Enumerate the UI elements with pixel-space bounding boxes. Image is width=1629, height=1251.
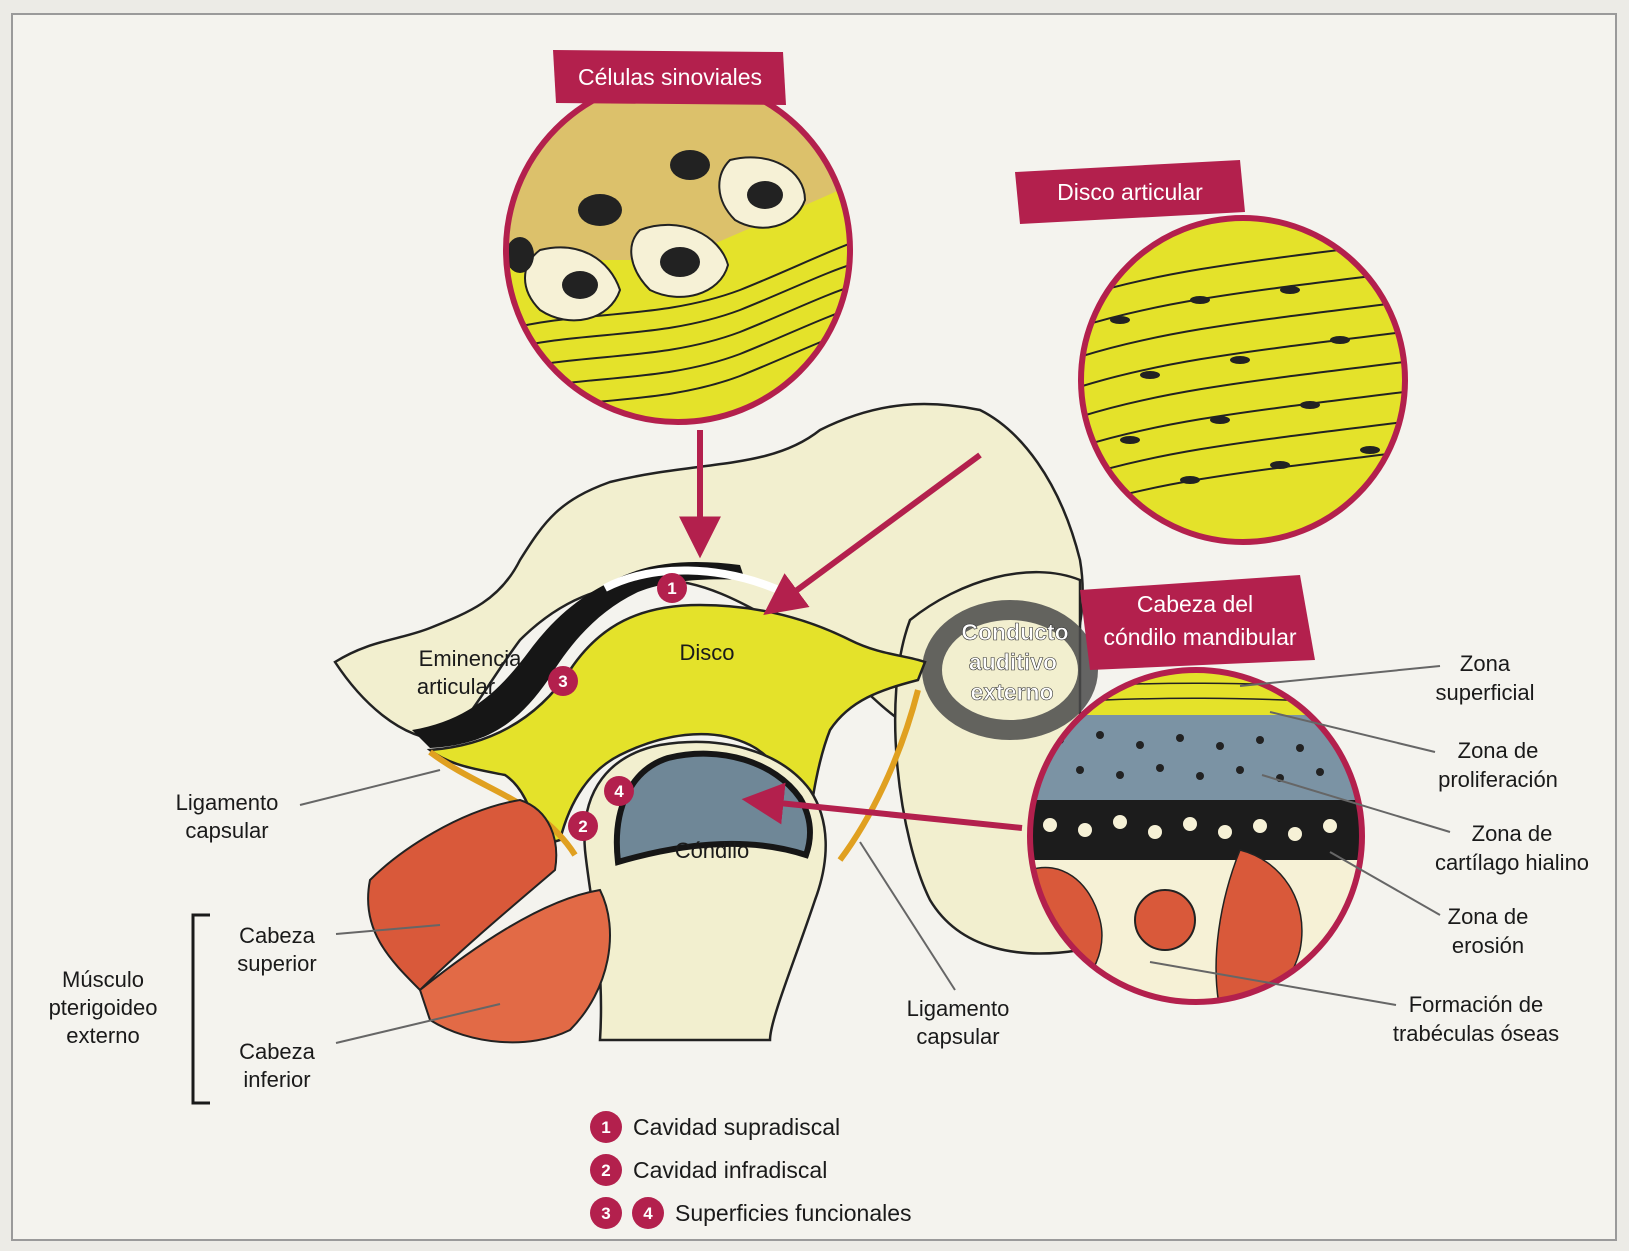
label-inferior-head: inferior	[243, 1067, 310, 1092]
label-ear-canal: externo	[970, 679, 1053, 705]
label-zone-proliferation: Zona de	[1458, 738, 1539, 763]
synovial-cells-tag: Células sinoviales	[553, 50, 786, 105]
label-superior-head: Cabeza	[239, 923, 316, 948]
label-eminence: articular	[417, 674, 495, 699]
label-capsular-right: capsular	[916, 1024, 999, 1049]
label-zone-trabeculae: Formación de	[1409, 992, 1544, 1017]
label-muscle: Músculo	[62, 967, 144, 992]
legend-item-3: 3 4 Superficies funcionales	[590, 1197, 912, 1229]
svg-text:2: 2	[601, 1161, 610, 1180]
label-eminence: Eminencia	[419, 646, 522, 671]
marker-2: 2	[568, 811, 598, 841]
label-zone-erosion: erosión	[1452, 933, 1524, 958]
svg-text:Cavidad infradiscal: Cavidad infradiscal	[633, 1157, 827, 1183]
svg-text:Cavidad supradiscal: Cavidad supradiscal	[633, 1114, 840, 1140]
svg-text:3: 3	[601, 1204, 610, 1223]
svg-text:Disco articular: Disco articular	[1057, 179, 1203, 205]
label-zone-superficial: Zona	[1460, 651, 1511, 676]
svg-text:1: 1	[601, 1118, 610, 1137]
label-capsular-right: Ligamento	[907, 996, 1010, 1021]
svg-text:Superficies funcionales: Superficies funcionales	[675, 1200, 912, 1226]
label-zone-erosion: Zona de	[1448, 904, 1529, 929]
label-zone-proliferation: proliferación	[1438, 767, 1558, 792]
svg-text:Células sinoviales: Células sinoviales	[578, 64, 762, 90]
svg-text:1: 1	[667, 579, 676, 598]
svg-text:Cabeza del: Cabeza del	[1137, 591, 1253, 617]
svg-text:2: 2	[578, 817, 587, 836]
svg-text:4: 4	[614, 782, 624, 801]
label-disc: Disco	[679, 640, 734, 665]
svg-text:3: 3	[558, 672, 567, 691]
label-capsular-left: Ligamento	[176, 790, 279, 815]
label-capsular-left: capsular	[185, 818, 268, 843]
label-zone-superficial: superficial	[1435, 680, 1534, 705]
label-zone-hyaline: Zona de	[1472, 821, 1553, 846]
marker-1: 1	[657, 573, 687, 603]
label-zone-trabeculae: trabéculas óseas	[1393, 1021, 1559, 1046]
condyle-head-tag: Cabeza del cóndilo mandibular	[1080, 575, 1315, 670]
label-ear-canal: Conducto	[961, 619, 1068, 645]
label-superior-head: superior	[237, 951, 316, 976]
label-muscle: externo	[66, 1023, 139, 1048]
marker-3: 3	[548, 666, 578, 696]
svg-text:cóndilo mandibular: cóndilo mandibular	[1103, 624, 1296, 650]
label-condyle: Cóndilo	[675, 838, 750, 863]
marker-4: 4	[604, 776, 634, 806]
label-zone-hyaline: cartílago hialino	[1435, 850, 1589, 875]
label-inferior-head: Cabeza	[239, 1039, 316, 1064]
svg-text:4: 4	[643, 1204, 653, 1223]
label-muscle: pterigoideo	[49, 995, 158, 1020]
label-ear-canal: auditivo	[969, 649, 1057, 675]
